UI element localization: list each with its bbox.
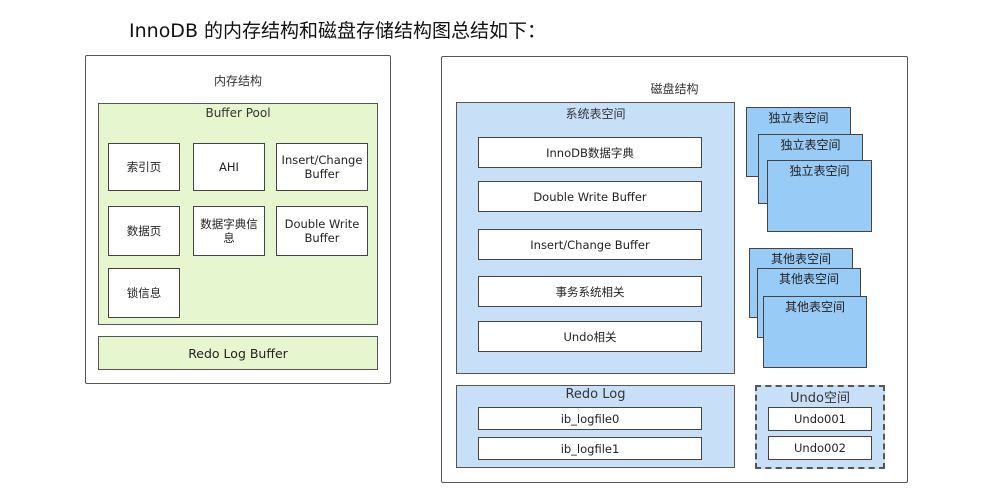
system-tablespace-item-double-write-buffer: Double Write Buffer bbox=[478, 181, 702, 212]
redo-log-buffer-label: Redo Log Buffer bbox=[188, 345, 288, 361]
undo-space-item: Undo001 bbox=[768, 407, 872, 431]
buffer-pool-item-data-page: 数据页 bbox=[108, 206, 180, 256]
redo-log-title: Redo Log bbox=[565, 387, 626, 402]
buffer-pool-title: Buffer Pool bbox=[205, 106, 271, 120]
buffer-pool-item-dictionary-info: 数据字典信息 bbox=[193, 206, 265, 256]
system-tablespace-item-transaction-system: 事务系统相关 bbox=[478, 276, 702, 307]
system-tablespace-title: 系统表空间 bbox=[565, 107, 626, 121]
redo-log-file: ib_logfile0 bbox=[478, 407, 702, 430]
undo-space-item: Undo002 bbox=[768, 436, 872, 460]
buffer-pool-item-lock-info: 锁信息 bbox=[108, 268, 180, 318]
buffer-pool-item-double-write-buffer: Double Write Buffer bbox=[276, 206, 368, 256]
system-tablespace-item-undo: Undo相关 bbox=[478, 321, 702, 352]
system-tablespace-item-innodb-dictionary: InnoDB数据字典 bbox=[478, 137, 702, 168]
buffer-pool-item-insert-change-buffer: Insert/Change Buffer bbox=[276, 143, 368, 191]
memory-structure-title: 内存结构 bbox=[213, 74, 262, 88]
page-title: InnoDB 的内存结构和磁盘存储结构图总结如下： bbox=[129, 20, 547, 42]
buffer-pool-item-ahi: AHI bbox=[193, 143, 265, 191]
system-tablespace-item-insert-change-buffer: Insert/Change Buffer bbox=[478, 229, 702, 260]
redo-log-buffer: Redo Log Buffer bbox=[98, 336, 378, 370]
disk-structure-title: 磁盘结构 bbox=[650, 82, 699, 96]
other-tablespace-card: 其他表空间 bbox=[763, 296, 867, 368]
redo-log-file: ib_logfile1 bbox=[478, 437, 702, 460]
undo-space-title: Undo空间 bbox=[790, 391, 850, 406]
buffer-pool-item-index-page: 索引页 bbox=[108, 143, 180, 191]
independent-tablespace-card: 独立表空间 bbox=[767, 160, 872, 232]
